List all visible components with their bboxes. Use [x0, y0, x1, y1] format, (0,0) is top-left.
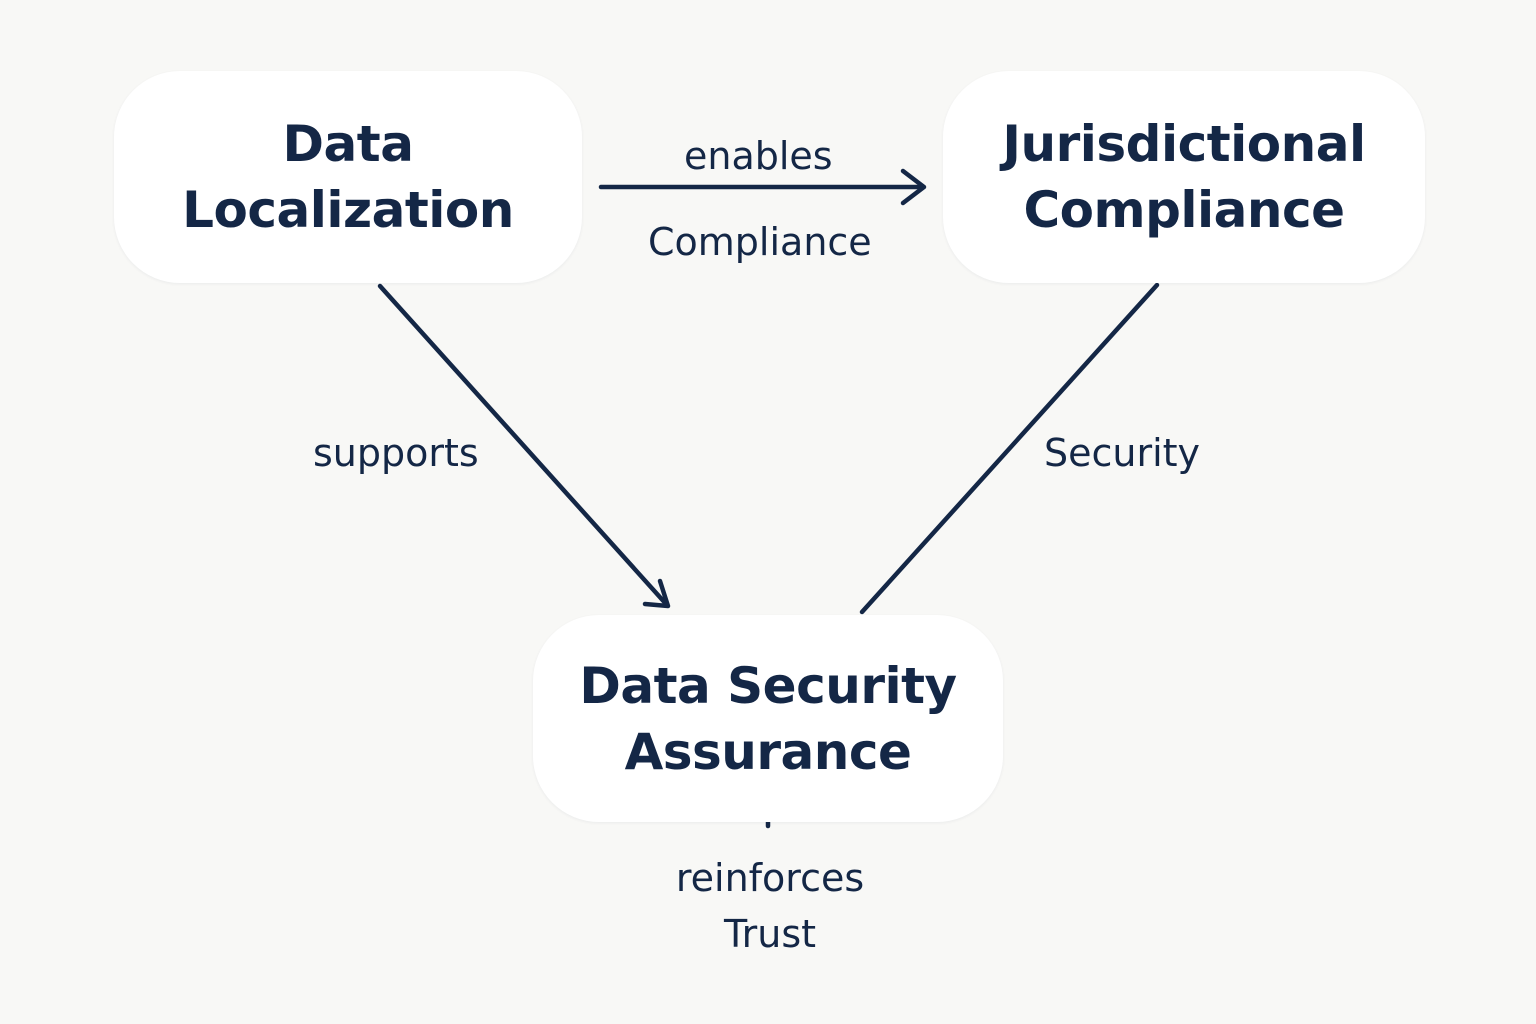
- node-data-security-assurance: Data Security Assurance: [533, 615, 1003, 822]
- node-data-security-assurance-line2: Assurance: [624, 722, 912, 781]
- arrow-enables-head: [900, 168, 927, 206]
- edge-label-trust: Trust: [723, 912, 817, 956]
- edge-label-compliance: Compliance: [648, 220, 872, 264]
- node-data-security-assurance-label: Data Security Assurance: [579, 653, 957, 785]
- node-data-localization-line2: Localization: [182, 181, 514, 239]
- node-jurisdictional-compliance-label: Jurisdictional Compliance: [1002, 111, 1366, 243]
- node-data-security-assurance-line1: Data Security: [579, 656, 957, 715]
- edge-label-enables: enables: [684, 134, 833, 178]
- node-jurisdictional-compliance-line1: Jurisdictional: [1002, 115, 1366, 173]
- node-jurisdictional-compliance: Jurisdictional Compliance: [943, 71, 1425, 283]
- edge-label-supports: supports: [313, 431, 479, 475]
- edge-label-reinforces-trust: reinforces Trust: [600, 850, 940, 962]
- node-data-localization-label: Data Localization: [182, 111, 514, 243]
- node-data-localization: Data Localization: [114, 71, 582, 283]
- line-security: [859, 282, 1160, 615]
- arrow-supports-head: [642, 578, 671, 609]
- edge-label-reinforces: reinforces: [675, 856, 865, 900]
- edge-label-security: Security: [1044, 431, 1201, 475]
- arrow-supports: [377, 283, 670, 608]
- node-data-localization-line1: Data: [282, 115, 414, 173]
- node-jurisdictional-compliance-line2: Compliance: [1023, 181, 1345, 239]
